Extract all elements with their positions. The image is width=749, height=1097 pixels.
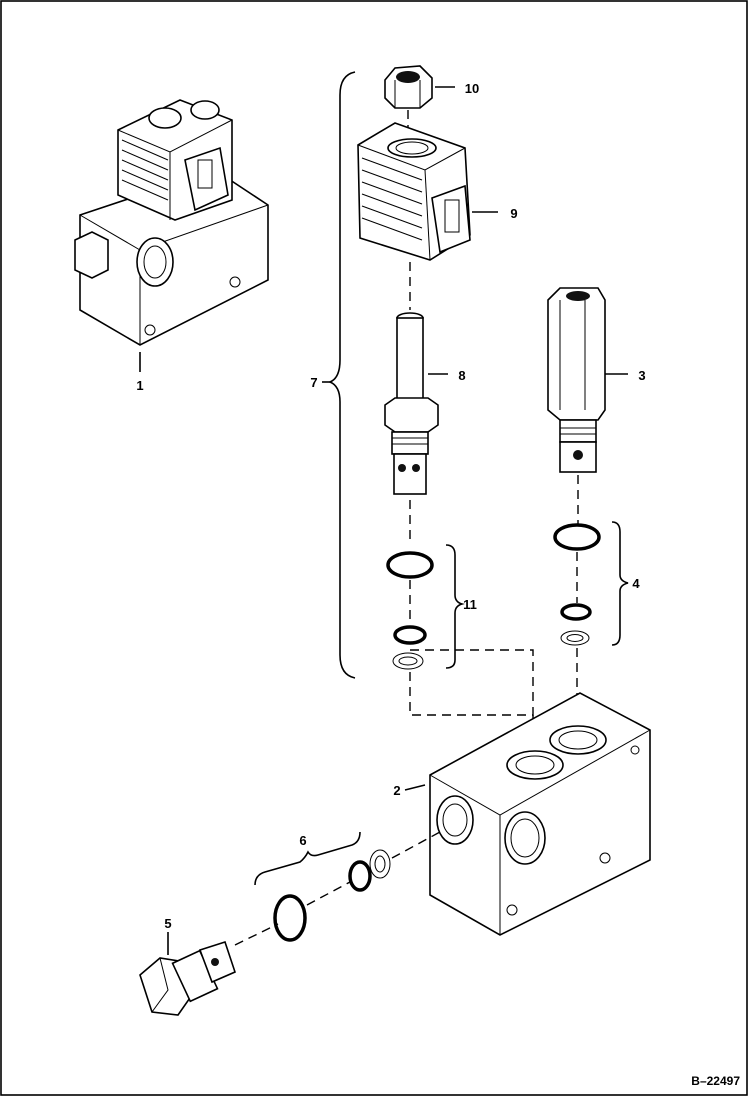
callout-4: 4 bbox=[632, 576, 640, 591]
callout-8: 8 bbox=[458, 368, 465, 383]
callout-5: 5 bbox=[164, 916, 171, 931]
coil-part-9 bbox=[357, 122, 498, 261]
figure-number: B–22497 bbox=[691, 1074, 740, 1088]
valve-body-part-2 bbox=[404, 692, 651, 936]
brace-7 bbox=[327, 71, 356, 679]
callout-10: 10 bbox=[465, 81, 479, 96]
callout-1: 1 bbox=[136, 378, 143, 393]
plug-part-5 bbox=[139, 932, 236, 1016]
seal-kit-part-11 bbox=[386, 544, 465, 670]
seal-kit-part-6 bbox=[234, 831, 441, 946]
callout-3: 3 bbox=[638, 368, 645, 383]
callout-9: 9 bbox=[510, 206, 517, 221]
cartridge-part-8 bbox=[384, 312, 448, 495]
nut-part-10 bbox=[384, 65, 455, 109]
callout-7: 7 bbox=[310, 375, 317, 390]
cartridge-part-3 bbox=[547, 287, 628, 473]
callout-6: 6 bbox=[299, 833, 306, 848]
seal-kit-part-4 bbox=[553, 521, 629, 646]
callout-11: 11 bbox=[463, 597, 477, 612]
assembled-valve-part-1 bbox=[74, 99, 269, 372]
callout-2: 2 bbox=[393, 783, 400, 798]
